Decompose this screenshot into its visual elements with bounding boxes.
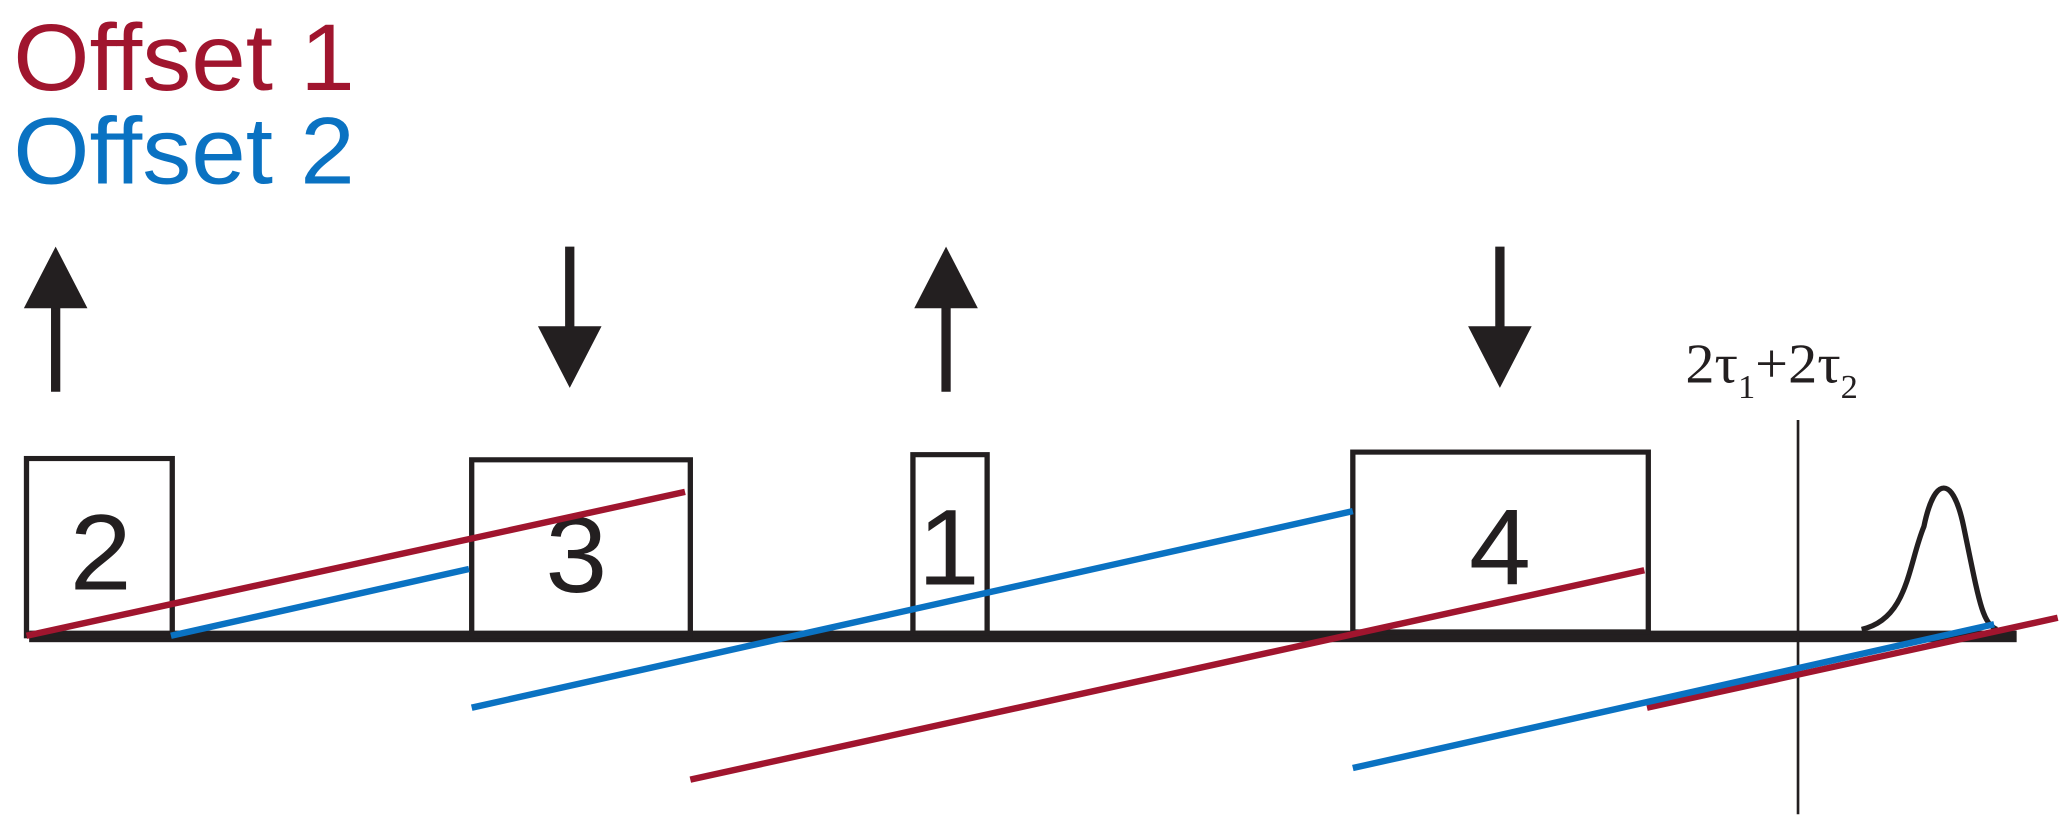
pulse-box-2 <box>23 455 175 639</box>
time-axis <box>29 630 2017 643</box>
legend-offset-1: Offset 1 <box>13 5 355 110</box>
arrow-down-icon <box>537 246 602 388</box>
pulse-label: 4 <box>1469 488 1531 608</box>
legend-offset-2: Offset 2 <box>13 99 355 204</box>
offset-1-trajectory <box>25 488 2059 783</box>
echo-time-label: 2τ1+2τ2 <box>1685 334 1857 407</box>
pulse-label: 2 <box>70 493 132 613</box>
pulse-box-3 <box>469 457 693 639</box>
offset-2-trajectory <box>170 508 1995 772</box>
pulse-label: 1 <box>918 488 980 608</box>
arrow-down-icon <box>1468 246 1532 388</box>
arrow-up-icon <box>914 246 978 392</box>
pulse-box-4 <box>1350 449 1651 635</box>
echo-signal <box>1860 485 1999 632</box>
pulse-box-1 <box>910 452 990 636</box>
arrow-up-icon <box>23 246 88 392</box>
